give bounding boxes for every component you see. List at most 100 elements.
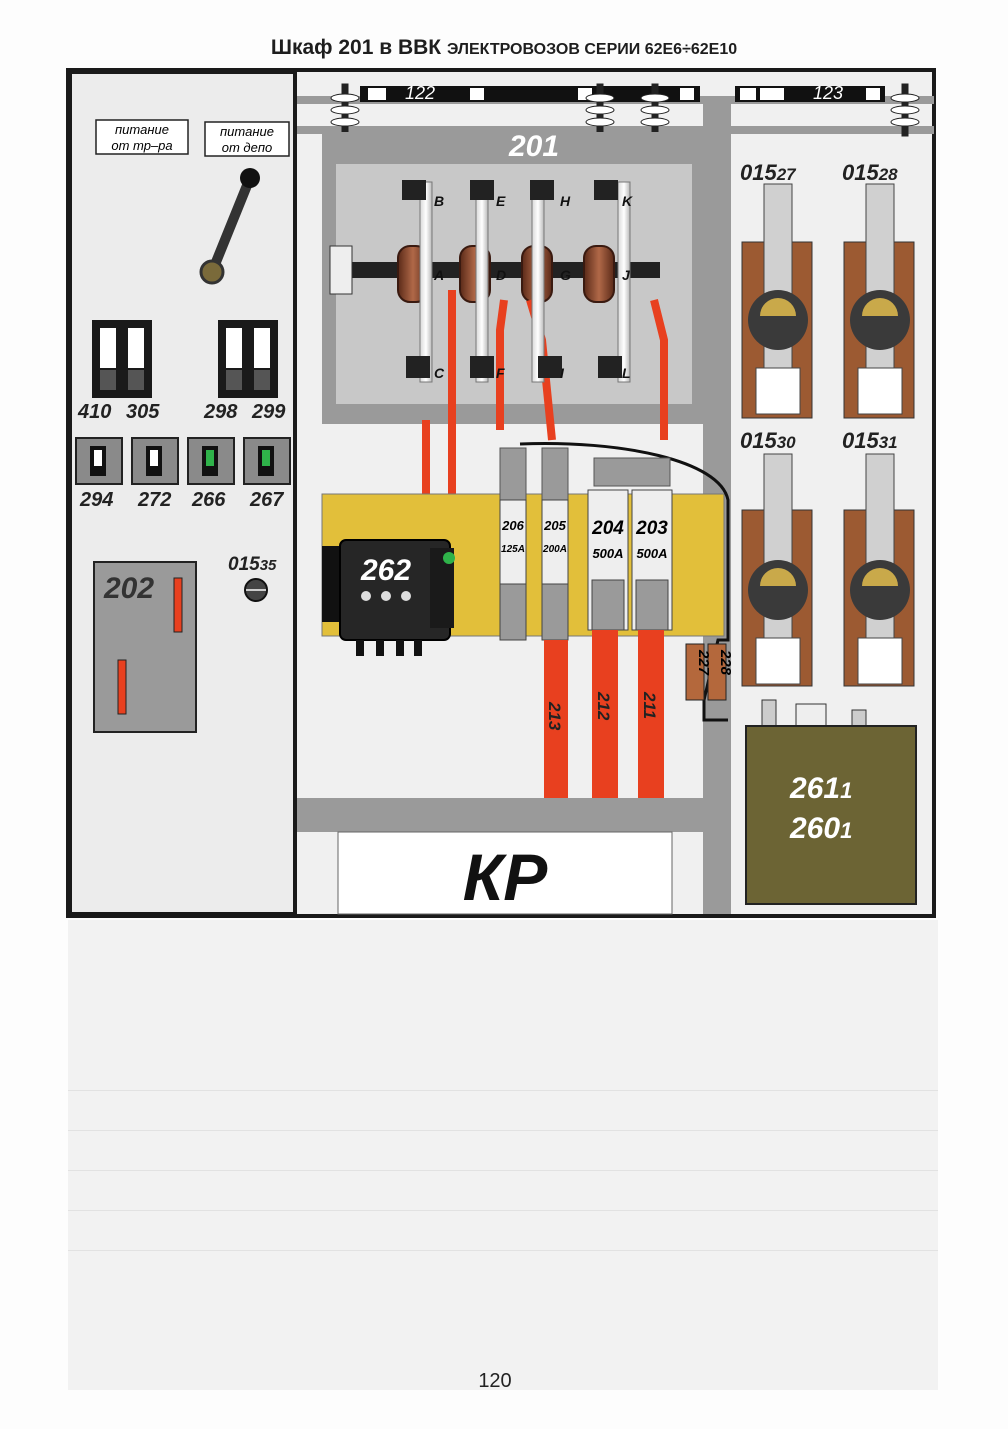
kr-label: КР — [463, 840, 549, 914]
contact-B: B — [434, 193, 444, 209]
power-selector-lever[interactable] — [199, 168, 260, 285]
fuse-206-num: 206 — [501, 518, 524, 533]
disc-28-sub: 28 — [878, 165, 898, 184]
contact-C: C — [434, 365, 445, 381]
contact-L: L — [622, 365, 631, 381]
page-number: 120 — [478, 1370, 512, 1392]
label-266: 266 — [191, 489, 226, 511]
contactor-201: 201 — [322, 130, 716, 540]
disconnector-01527-label: 01527 — [740, 160, 797, 185]
label-transformer-line1: питание — [115, 122, 169, 137]
label-power-transformer: питание от тр–ра — [95, 119, 189, 155]
cable-212-label: 212 — [594, 691, 613, 721]
switch-266[interactable] — [187, 437, 235, 485]
disconnector-01528-label: 01528 — [842, 160, 898, 185]
busbar-123: 123 — [735, 83, 885, 103]
busbar-122-label: 122 — [405, 83, 435, 103]
box-261-sub: 1 — [840, 778, 852, 803]
contact-A: A — [433, 267, 444, 283]
box-260-base: 260 — [789, 812, 840, 845]
kr-box: КР — [337, 831, 673, 915]
label-299: 299 — [251, 401, 286, 423]
relay-262-label: 262 — [360, 554, 411, 587]
contactor-201-label: 201 — [508, 130, 559, 163]
resistors-227-228: 227 228 — [685, 643, 734, 701]
box-261-base: 261 — [789, 772, 840, 805]
busbar-122: 122 — [360, 83, 700, 103]
contact-G: G — [560, 267, 571, 283]
box-202: 202 — [93, 561, 197, 733]
fuse-203-num: 203 — [635, 518, 668, 539]
box-261-260: 2611 2601 — [745, 699, 917, 905]
disc-27-sub: 27 — [776, 165, 797, 184]
switch-block-410-305[interactable] — [92, 320, 152, 398]
label-transformer-line2: от тр–ра — [111, 138, 172, 153]
bottom-rail — [297, 798, 717, 832]
label-depot-line1: питание — [220, 124, 274, 139]
contact-H: H — [560, 193, 571, 209]
fuse-206: 206 125A — [499, 499, 527, 641]
contact-I: I — [560, 365, 565, 381]
cable-213-label: 213 — [545, 701, 564, 731]
title-main: Шкаф 201 в ВВК — [270, 36, 442, 59]
disc-31-base: 015 — [842, 428, 879, 453]
fuse-203-rating: 500A — [636, 546, 667, 561]
label-267: 267 — [249, 489, 284, 511]
knob-label-base: 015 — [228, 554, 260, 575]
box-260-sub: 1 — [840, 818, 852, 843]
disconnector-01528[interactable] — [843, 183, 915, 419]
box-260-label: 2601 — [789, 812, 852, 845]
contact-K: K — [622, 193, 633, 209]
switch-294[interactable] — [75, 437, 123, 485]
label-power-depot: питание от депо — [204, 121, 290, 157]
knob-01535[interactable] — [244, 578, 268, 602]
disconnector-01530[interactable] — [741, 453, 813, 687]
busbar-123-label: 123 — [813, 83, 843, 103]
label-272: 272 — [137, 489, 171, 511]
fuse-206-rating: 125A — [501, 544, 525, 555]
fuse-204: 204 500A — [587, 489, 629, 631]
fuse-205-rating: 200A — [542, 544, 567, 555]
fuse-bases — [499, 447, 671, 509]
knob-01535-label: 01535 — [228, 554, 277, 575]
control-wire — [519, 442, 730, 722]
contact-F: F — [496, 365, 505, 381]
contact-E: E — [496, 193, 506, 209]
insulators — [330, 83, 920, 137]
contact-D: D — [496, 267, 506, 283]
title-rest: ЭЛЕКТРОВОЗОВ СЕРИИ 62Е6÷62Е10 — [446, 41, 738, 58]
switch-272[interactable] — [131, 437, 179, 485]
fuse-205: 205 200A — [541, 499, 569, 641]
switch-267[interactable] — [243, 437, 291, 485]
cable-211-label: 211 — [640, 691, 659, 719]
contact-J: J — [622, 267, 631, 283]
resistor-228-label: 228 — [717, 649, 734, 676]
page-title: Шкаф 201 в ВВК ЭЛЕКТРОВОЗОВ СЕРИИ 62Е6÷6… — [0, 36, 1008, 60]
disc-31-sub: 31 — [879, 433, 898, 452]
label-298: 298 — [203, 401, 238, 423]
disconnector-01527[interactable] — [741, 183, 813, 419]
disc-28-base: 015 — [842, 160, 879, 185]
box-202-label: 202 — [103, 572, 154, 605]
label-294: 294 — [79, 489, 113, 511]
label-410: 410 — [77, 401, 111, 423]
knob-label-sub: 35 — [260, 557, 277, 574]
fuse-205-num: 205 — [543, 518, 566, 533]
reverse-side-bleed — [68, 920, 938, 1390]
disc-30-sub: 30 — [777, 433, 796, 452]
label-depot-line2: от депо — [222, 140, 272, 155]
switch-block-298-299[interactable] — [218, 320, 278, 398]
disconnector-01531-label: 01531 — [842, 428, 898, 453]
disc-27-base: 015 — [740, 160, 777, 185]
resistor-227-label: 227 — [695, 649, 712, 676]
relay-262: 262 — [322, 539, 455, 656]
cables — [544, 630, 664, 798]
fuse-203: 203 500A — [631, 489, 673, 631]
disconnector-01530-label: 01530 — [740, 428, 796, 453]
label-305: 305 — [126, 401, 160, 423]
disc-30-base: 015 — [740, 428, 777, 453]
fuse-204-rating: 500A — [592, 546, 623, 561]
disconnector-01531[interactable] — [843, 453, 915, 687]
box-261-label: 2611 — [789, 772, 852, 805]
